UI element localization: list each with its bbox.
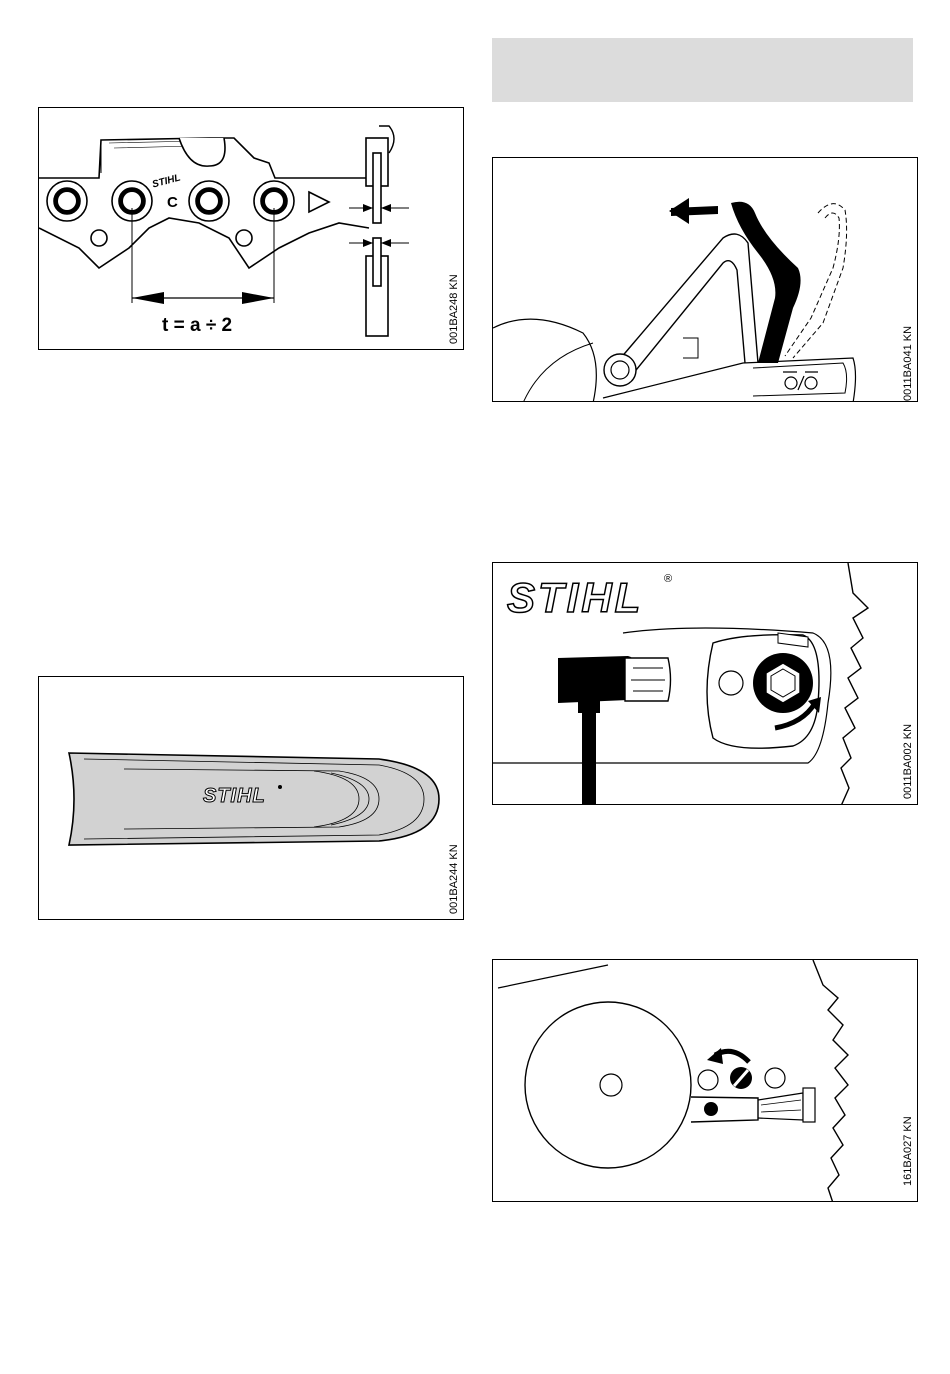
figure-code-tensioner: 0011BA002 KN <box>902 724 914 799</box>
figure-scabbard: STIHL 001BA244 KN <box>38 676 464 920</box>
figure-code-scabbard: 001BA244 KN <box>448 844 460 914</box>
figure-oil-adjust: 161BA027 KN <box>492 959 918 1202</box>
chain-link-letter: C <box>167 194 178 211</box>
tensioner-brand-logo: STIHL <box>507 577 643 619</box>
oil-adjust-illustration <box>493 960 918 1202</box>
section-header-bar <box>492 38 913 102</box>
figure-code-brake-lever: 0011BA041 KN <box>902 326 914 401</box>
registered-mark: ® <box>664 573 672 585</box>
figure-code-chain-pitch: 001BA248 KN <box>448 274 460 344</box>
scabbard-brand-label: STIHL <box>203 785 266 808</box>
chain-pitch-illustration <box>39 108 464 350</box>
figure-chain-pitch: STIHL C t = a ÷ 2 001BA248 KN <box>38 107 464 350</box>
figure-brake-lever: 0011BA041 KN <box>492 157 918 402</box>
chain-pitch-formula: t = a ÷ 2 <box>162 315 232 337</box>
figure-code-oil-adjust: 161BA027 KN <box>902 1116 914 1186</box>
brake-lever-illustration <box>493 158 918 402</box>
figure-tensioner: STIHL ® 0011BA002 KN <box>492 562 918 805</box>
